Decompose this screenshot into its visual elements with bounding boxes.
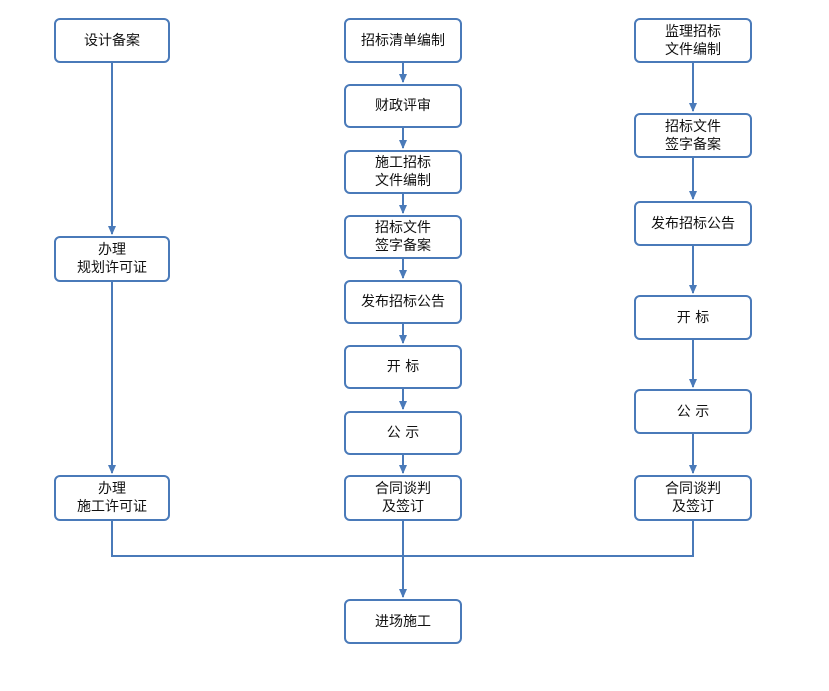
- box-supervision-document: 监理招标 文件编制: [634, 18, 752, 63]
- box-right-publish-notice: 发布招标公告: [634, 201, 752, 246]
- box-right-contract: 合同谈判 及签订: [634, 475, 752, 521]
- box-label: 办理 施工许可证: [77, 481, 147, 515]
- box-right-publicity: 公 示: [634, 389, 752, 434]
- box-right-bid-opening: 开 标: [634, 295, 752, 340]
- box-label: 开 标: [676, 309, 710, 326]
- box-label: 公 示: [386, 425, 420, 441]
- box-bid-opening: 开 标: [344, 345, 462, 389]
- box-contract: 合同谈判 及签订: [344, 475, 462, 521]
- box-label: 合同谈判 及签订: [375, 481, 431, 515]
- box-sign-record: 招标文件 签字备案: [344, 215, 462, 259]
- box-label: 进场施工: [375, 613, 431, 630]
- box-label: 公 示: [676, 403, 710, 420]
- box-label: 招标文件 签字备案: [375, 220, 431, 254]
- box-label: 监理招标 文件编制: [665, 23, 721, 58]
- box-tender-document: 施工招标 文件编制: [344, 150, 462, 194]
- box-finance-review: 财政评审: [344, 84, 462, 128]
- box-label: 财政评审: [375, 98, 431, 114]
- box-construction-permit: 办理 施工许可证: [54, 475, 170, 521]
- box-publicity: 公 示: [344, 411, 462, 455]
- box-label: 设计备案: [84, 32, 140, 49]
- box-label: 施工招标 文件编制: [375, 155, 431, 189]
- box-label: 办理 规划许可证: [77, 242, 147, 276]
- box-design-record: 设计备案: [54, 18, 170, 63]
- box-publish-notice: 发布招标公告: [344, 280, 462, 324]
- box-label: 招标清单编制: [361, 32, 445, 49]
- box-label: 招标文件 签字备案: [665, 118, 721, 153]
- box-start-construction: 进场施工: [344, 599, 462, 644]
- box-label: 开 标: [386, 359, 420, 375]
- box-right-sign-record: 招标文件 签字备案: [634, 113, 752, 158]
- box-planning-permit: 办理 规划许可证: [54, 236, 170, 282]
- box-label: 发布招标公告: [361, 294, 445, 310]
- box-label: 发布招标公告: [651, 215, 735, 232]
- box-label: 合同谈判 及签订: [665, 481, 721, 515]
- box-tender-bill: 招标清单编制: [344, 18, 462, 63]
